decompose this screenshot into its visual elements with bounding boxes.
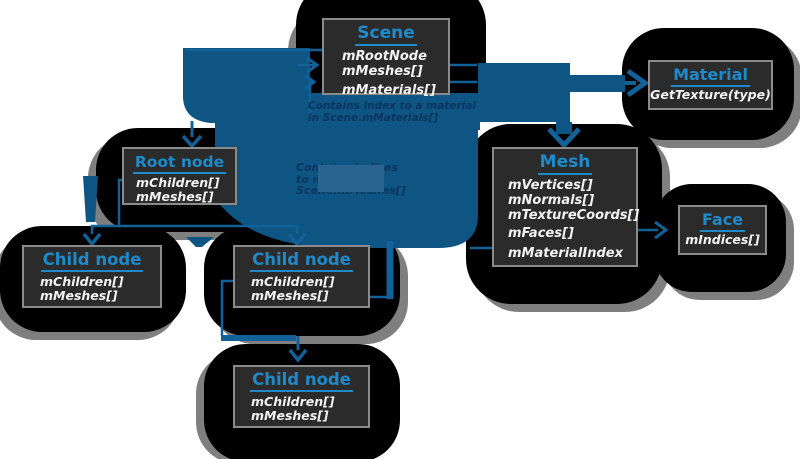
field-mMaterials: mMaterials[]	[342, 83, 437, 98]
child-node-2-title: Child node	[235, 250, 368, 272]
field-mVertices: mVertices[]	[508, 178, 593, 193]
child-node-1-title: Child node	[24, 250, 160, 272]
material-annotation: Contains index to a material in Scene.mM…	[308, 100, 488, 124]
field-mChildren: mChildren[]	[251, 274, 335, 289]
arrow-overlay-rect	[318, 165, 384, 192]
scene-left-arrow-mass	[183, 48, 310, 123]
arrowhead-scene-mmeshes	[306, 56, 320, 74]
root-node-box: Root node mChildren[] mMeshes[]	[122, 147, 237, 205]
face-box: Face mIndices[]	[678, 205, 767, 255]
field-mRootNode: mRootNode	[342, 49, 427, 64]
child-node-3-title: Child node	[235, 370, 368, 392]
thick-arrow-shapes	[83, 48, 625, 248]
field-mIndices: mIndices[]	[685, 232, 760, 247]
scene-fields: mRootNode mMeshes[] mMaterials[]	[324, 46, 448, 98]
field-mMeshes: mMeshes[]	[40, 288, 118, 303]
mesh-box: Mesh mVertices[] mNormals[] mTextureCoor…	[492, 147, 640, 267]
scene-right-arrow-block	[478, 63, 570, 122]
field-mChildren: mChildren[]	[40, 274, 124, 289]
face-title: Face	[680, 210, 765, 232]
arrowhead-child3	[288, 348, 308, 363]
field-mMeshes: mMeshes[]	[251, 288, 329, 303]
face-fields: mIndices[]	[680, 232, 765, 247]
field-mChildren: mChildren[]	[251, 394, 335, 409]
rootnode-side-band	[83, 176, 98, 222]
scene-box: Scene mRootNode mMeshes[] mMaterials[]	[322, 18, 450, 98]
child-node-1-box: Child node mChildren[] mMeshes[]	[22, 245, 162, 308]
material-fields: GetTexture(type)	[650, 87, 771, 102]
mesh-title: Mesh	[494, 152, 636, 175]
field-mFaces: mFaces[]	[508, 226, 574, 241]
root-node-fields: mChildren[] mMeshes[]	[124, 174, 235, 204]
arrowhead-child1	[82, 232, 102, 247]
child-node-3-fields: mChildren[] mMeshes[]	[235, 392, 368, 423]
material-annotation-line2: in Scene.mMaterials[]	[308, 112, 439, 124]
root-node-title: Root node	[124, 152, 235, 174]
child-node-3-box: Child node mChildren[] mMeshes[]	[233, 365, 370, 428]
arrowhead-mesh	[547, 127, 581, 149]
field-mTextureCoords: mTextureCoords[]	[508, 208, 640, 223]
material-box: Material GetTexture(type)	[648, 60, 773, 110]
arrowhead-child2	[287, 232, 307, 247]
scene-title: Scene	[324, 23, 448, 46]
mesh-fields: mVertices[] mNormals[] mTextureCoords[] …	[494, 175, 640, 261]
line-children-connector	[119, 224, 299, 234]
field-GetTexture: GetTexture(type)	[650, 87, 771, 102]
field-mMaterialIndex: mMaterialIndex	[508, 246, 623, 261]
material-annotation-line1: Contains index to a material	[308, 100, 476, 112]
field-mChildren: mChildren[]	[136, 175, 220, 190]
field-mMeshes: mMeshes[]	[251, 408, 329, 423]
child-node-2-box: Child node mChildren[] mMeshes[]	[233, 245, 370, 308]
child-node-2-fields: mChildren[] mMeshes[]	[235, 272, 368, 303]
material-arrow-band	[570, 75, 625, 92]
field-mMeshes: mMeshes[]	[136, 189, 214, 204]
connector-lines	[82, 48, 669, 363]
field-mNormals: mNormals[]	[508, 193, 595, 208]
arrowhead-scene-mmaterials	[304, 73, 317, 91]
line-into-scene-mmaterials	[308, 80, 312, 113]
arrowhead-material	[626, 68, 650, 98]
arrowhead-face	[654, 220, 669, 240]
field-mMeshes: mMeshes[]	[342, 64, 423, 79]
mesh-arrow-stem	[556, 122, 572, 134]
child-node-1-fields: mChildren[] mMeshes[]	[24, 272, 160, 303]
central-mass-bottom-tip	[186, 237, 214, 247]
material-title: Material	[650, 65, 771, 87]
arrowhead-rootnode	[181, 134, 203, 149]
